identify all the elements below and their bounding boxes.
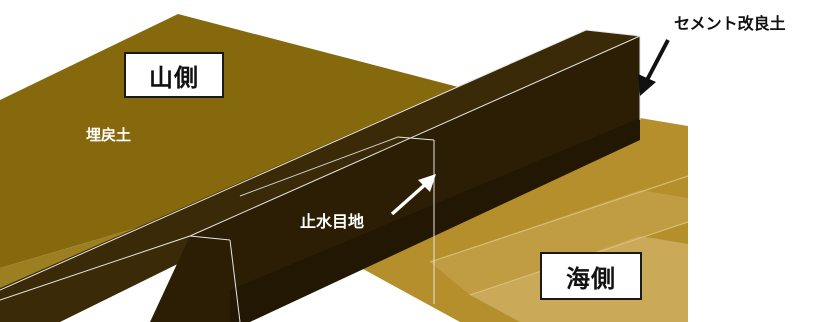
water-stop-joint-label: 止水目地 bbox=[300, 212, 365, 231]
sea-side-ground-layer-1 bbox=[430, 190, 688, 295]
joint-line-vertical-2 bbox=[229, 239, 241, 322]
wall-top-left-edge bbox=[0, 29, 587, 291]
joint-line-top-2 bbox=[189, 235, 231, 241]
sea-side-layer-line bbox=[429, 175, 689, 263]
cement-improved-soil-wall-base bbox=[230, 118, 640, 322]
cement-improved-soil-wall-top bbox=[0, 30, 640, 322]
water-stop-joint-arrow-head bbox=[418, 174, 436, 192]
cement-soil-arrow-line bbox=[644, 39, 670, 83]
cement-improved-soil-label: セメント改良土 bbox=[674, 14, 786, 33]
wall-inner-edge bbox=[0, 235, 191, 301]
cement-soil-arrow-head bbox=[638, 74, 656, 96]
wall-top-end-edge bbox=[585, 29, 641, 37]
backfill-soil-top-surface bbox=[0, 14, 462, 268]
water-stop-joint-arrow-line bbox=[390, 180, 430, 216]
joint-line-top-1 bbox=[397, 136, 435, 141]
mountain-side-label: 山側 bbox=[124, 52, 224, 98]
backfill-soil-label: 埋戻土 bbox=[86, 126, 132, 144]
sea-side-label: 海側 bbox=[540, 252, 642, 300]
cement-improved-soil-wall-side bbox=[150, 36, 640, 322]
joint-line-diagonal bbox=[239, 136, 399, 197]
wall-ridge-edge bbox=[189, 35, 641, 237]
